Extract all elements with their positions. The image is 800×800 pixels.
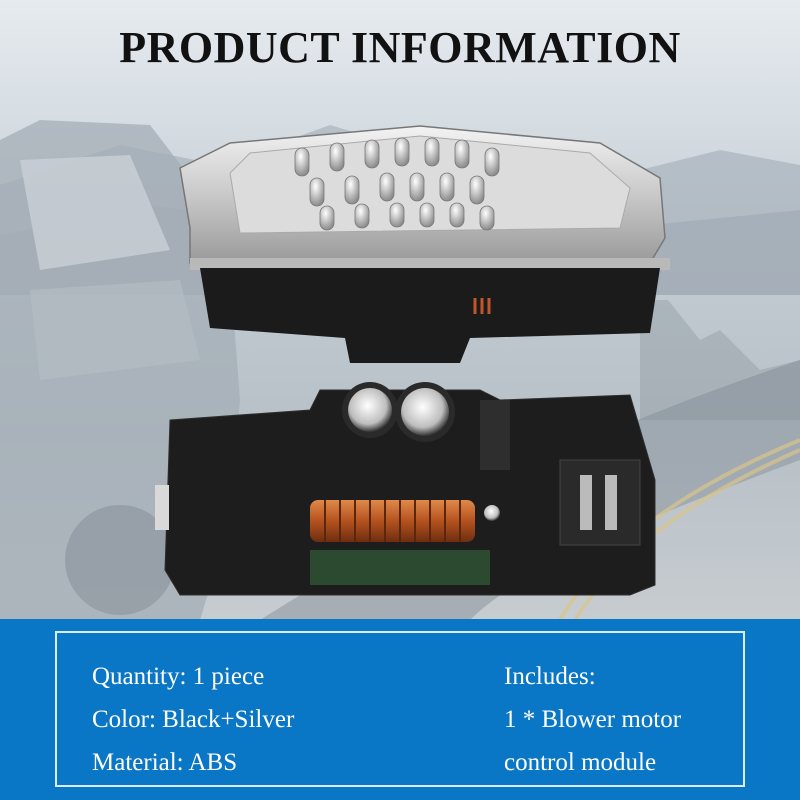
includes-line: 1 * Blower motor [504,706,682,733]
product-info-panel: Quantity: 1 piece Color: Black+Silver Ma… [0,619,800,800]
includes-column: Includes: 1 * Blower motor control modul… [504,655,681,784]
includes-line: control module [504,749,657,776]
includes-heading: Includes: [504,663,596,690]
spec-color: Color: Black+Silver [92,706,295,733]
product-info-box: Quantity: 1 piece Color: Black+Silver Ma… [55,631,745,787]
spec-material: Material: ABS [92,749,238,776]
spec-quantity: Quantity: 1 piece [92,663,265,690]
page-title: PRODUCT INFORMATION [119,23,681,72]
product-image-top [179,125,670,363]
product-image-bottom [155,382,656,596]
specs-column: Quantity: 1 piece Color: Black+Silver Ma… [92,655,294,784]
